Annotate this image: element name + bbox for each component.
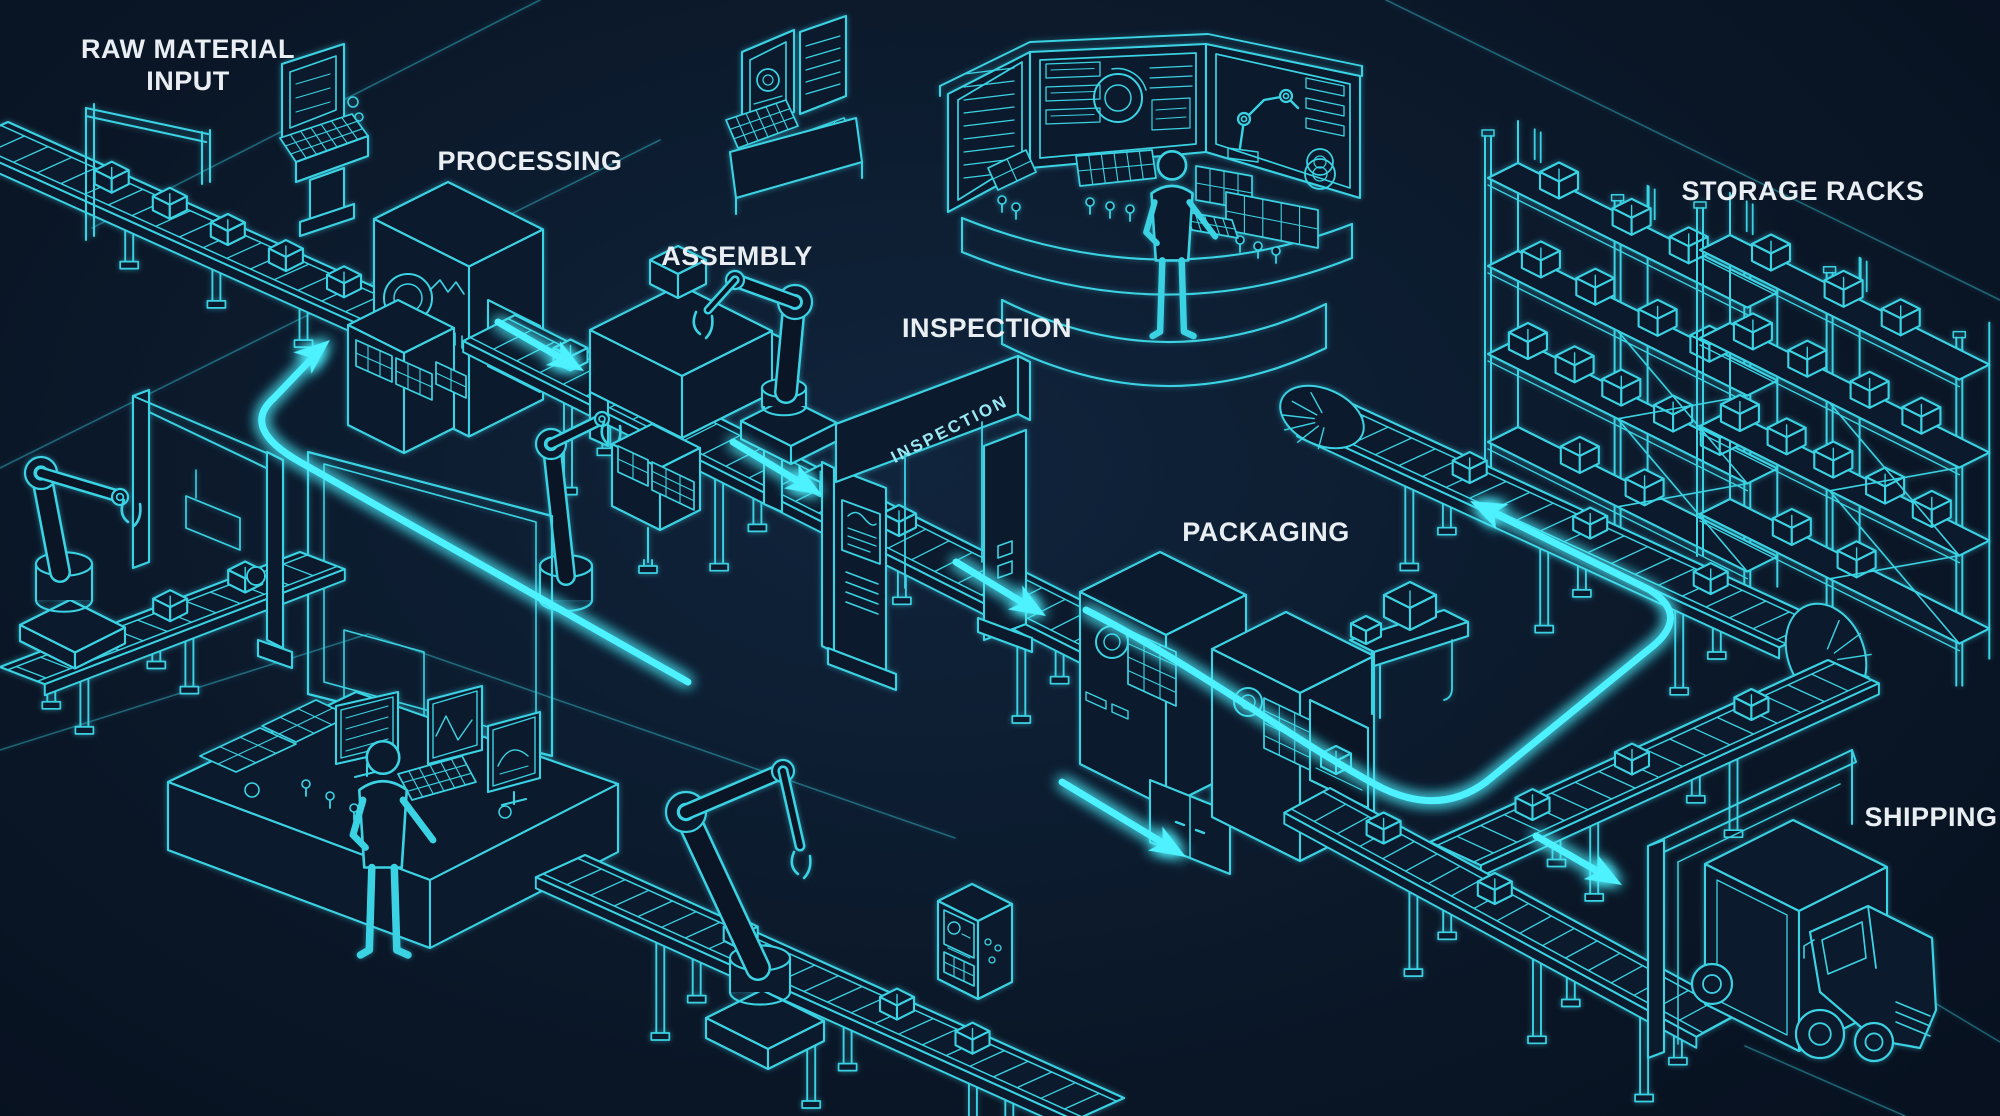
control-room [938, 33, 1364, 388]
loading-dock-frame [1646, 749, 1857, 1060]
inspection-gate [820, 354, 1034, 692]
flow-arrow-to-shipping [1532, 832, 1622, 885]
label-assembly: ASSEMBLY [661, 241, 813, 271]
flow-arrow-to-processing [258, 340, 692, 686]
shipping-conveyor [1283, 786, 1744, 1103]
box-lift [1348, 580, 1470, 720]
bottom-assembly-conveyor [534, 853, 1126, 1116]
storage-rack-2 [1693, 192, 1991, 687]
flow-arrow-assembly-inspection [729, 438, 822, 495]
label-storage-racks: STORAGE RACKS [1681, 176, 1924, 206]
storage-loop-conveyor-return [1428, 658, 1880, 902]
kiosk-terminal [279, 42, 370, 238]
infeed-gantry [84, 102, 212, 242]
bottom-robot-arm [664, 758, 826, 1071]
assembly-control-panel [610, 422, 702, 574]
storage-rack-1 [1481, 120, 1779, 615]
flow-arrow-inspection-packaging [952, 558, 1046, 616]
screen-content [963, 61, 1345, 179]
label-raw-material-input-line2: INPUT [146, 66, 230, 96]
shipping-truck [1690, 818, 1938, 1063]
label-raw-material-input-line1: RAW MATERIAL [81, 34, 295, 64]
left-portal-frame [131, 388, 294, 670]
label-packaging: PACKAGING [1182, 517, 1350, 547]
flow-arrow-packaging-out [1058, 778, 1186, 857]
control-room-operator [1143, 150, 1219, 340]
label-inspection: INSPECTION [902, 313, 1072, 343]
left-robot-arm [18, 455, 142, 670]
packaging-machines [1078, 550, 1470, 876]
raw-material-conveyor [0, 120, 494, 388]
monitor-station [725, 14, 864, 216]
assembly-robot-arm [692, 269, 839, 466]
flow-arrows [258, 318, 1674, 885]
console-operator [349, 739, 437, 959]
flow-arrow-processing-assembly [494, 318, 584, 371]
flow-arrow-to-storage-loop [1082, 501, 1674, 805]
label-processing: PROCESSING [437, 146, 622, 176]
console-monitor [486, 710, 542, 807]
operator-console-room [166, 450, 620, 959]
belt-terminal [936, 882, 1014, 1001]
label-shipping: SHIPPING [1864, 802, 1997, 832]
